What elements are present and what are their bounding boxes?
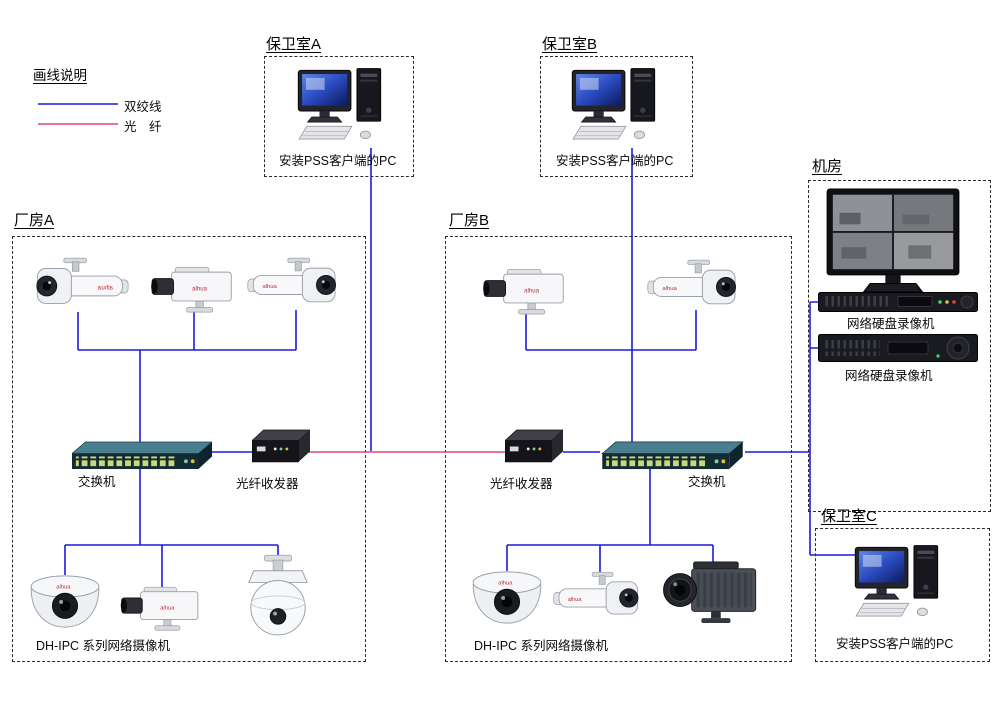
guard-room-c-boundary [815, 528, 990, 662]
guard-a-pc [286, 66, 404, 151]
factory-b-title: 厂房B [449, 212, 490, 229]
server-room-quad-monitor [826, 188, 960, 295]
guard-room-c-title: 保卫室C [821, 508, 877, 525]
factory-a-box-camera-2 [114, 580, 210, 632]
factory-a-box-camera-1 [146, 260, 242, 314]
nvr-2 [818, 334, 978, 362]
factory-b-bullet-camera-1 [646, 258, 746, 315]
factory-b-dome-camera [470, 568, 544, 626]
factory-b-transceiver-label: 光纤收发器 [490, 477, 553, 491]
guard-room-b-boundary [540, 56, 693, 177]
guard-room-a-title: 保卫室A [266, 36, 322, 53]
nvr-1 [818, 292, 978, 312]
guard-b-pc-label: 安装PSS客户端的PC [556, 154, 674, 168]
factory-b-cameras-label: DH-IPC 系列网络摄像机 [474, 639, 609, 653]
legend-item-fiber: 光 纤 [124, 120, 162, 134]
nvr-2-label: 网络硬盘录像机 [845, 369, 933, 383]
guard-c-pc [843, 543, 961, 628]
server-room-title: 机房 [812, 158, 843, 175]
factory-b-switch-label: 交换机 [688, 475, 726, 489]
factory-a-title: 厂房A [14, 212, 55, 229]
factory-a-ptz-camera [244, 554, 312, 640]
legend-item-twisted-pair: 双绞线 [124, 100, 162, 114]
factory-b-box-camera-1 [478, 262, 574, 316]
factory-a-bullet-camera-1 [26, 256, 130, 315]
guard-room-a-boundary [264, 56, 414, 177]
nvr-1-label: 网络硬盘录像机 [847, 317, 935, 331]
factory-a-switch [72, 440, 212, 471]
factory-a-bullet-camera-2 [246, 256, 346, 313]
factory-a-cameras-label: DH-IPC 系列网络摄像机 [36, 639, 171, 653]
guard-a-pc-label: 安装PSS客户端的PC [279, 154, 397, 168]
factory-a-switch-label: 交换机 [78, 475, 116, 489]
factory-a-fiber-transceiver [252, 428, 310, 465]
factory-b-bullet-camera-2 [552, 570, 648, 625]
factory-a-dome-camera [28, 572, 102, 630]
factory-a-boundary [12, 236, 366, 662]
factory-b-bigbox-camera [662, 560, 764, 624]
legend-title: 画线说明 [33, 68, 87, 83]
guard-b-pc [560, 66, 678, 151]
factory-b-switch [600, 440, 745, 471]
factory-a-transceiver-label: 光纤收发器 [236, 477, 299, 491]
guard-room-b-title: 保卫室B [542, 36, 598, 53]
guard-c-pc-label: 安装PSS客户端的PC [836, 637, 954, 651]
factory-b-fiber-transceiver [505, 428, 563, 465]
